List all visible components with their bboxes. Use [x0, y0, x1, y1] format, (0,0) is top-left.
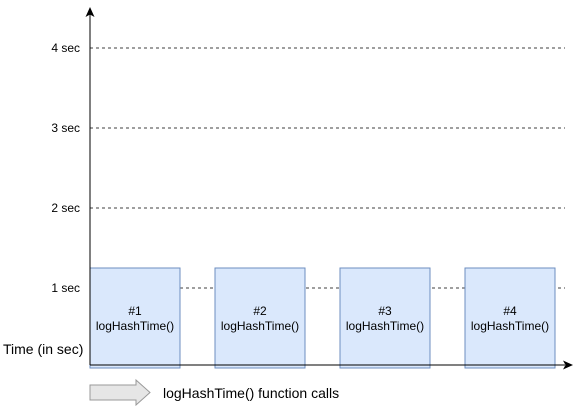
- x-axis-label: logHashTime() function calls: [163, 385, 339, 401]
- x-axis-arrowhead: [563, 360, 573, 370]
- bar: [464, 267, 556, 369]
- bar-id-label: #4: [503, 304, 517, 318]
- ticks-layer: 1 sec 2 sec 3 sec 4 sec: [51, 41, 80, 295]
- y-tick-label: 3 sec: [51, 121, 80, 135]
- bar-name-label: logHashTime(): [471, 319, 549, 333]
- bar-name-label: logHashTime(): [96, 319, 174, 333]
- bar-name-label: logHashTime(): [221, 319, 299, 333]
- bar-id-label: #1: [128, 304, 142, 318]
- bar: [89, 267, 181, 369]
- bar-name-label: logHashTime(): [346, 319, 424, 333]
- direction-arrow-icon: [89, 378, 151, 407]
- grid-layer: [90, 47, 565, 289]
- y-axis-arrowhead: [85, 7, 95, 17]
- axes-layer: [85, 7, 573, 370]
- y-tick-label: 2 sec: [51, 201, 80, 215]
- y-tick-label: 4 sec: [51, 41, 80, 55]
- bar: [339, 267, 431, 369]
- bars-layer: #1logHashTime()#2logHashTime()#3logHashT…: [89, 267, 556, 369]
- bar-id-label: #3: [378, 304, 392, 318]
- bar: [214, 267, 306, 369]
- y-axis-label: Time (in sec): [3, 341, 83, 357]
- bar-id-label: #2: [253, 304, 267, 318]
- y-tick-label: 1 sec: [51, 281, 80, 295]
